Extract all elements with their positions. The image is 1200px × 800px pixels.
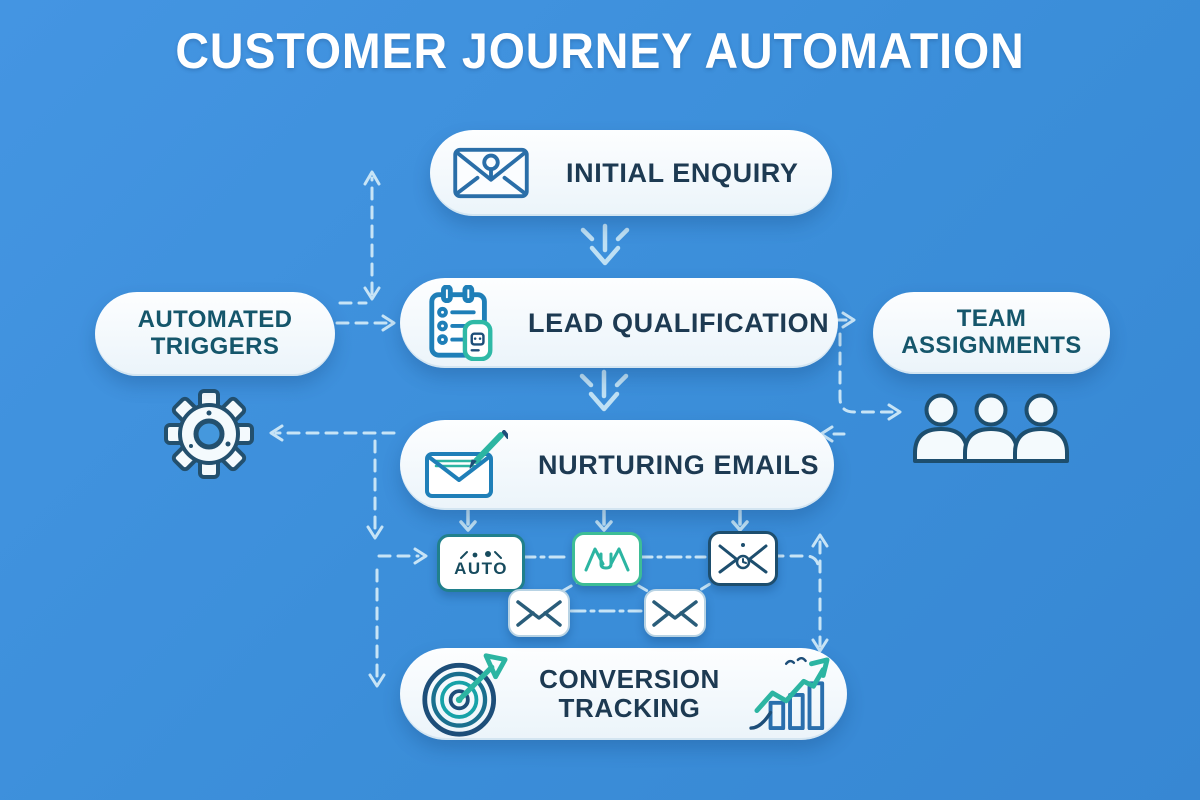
bar-chart-growth-icon [749,656,833,732]
node-label: AUTOMATED TRIGGERS [137,306,293,360]
node-label: AUTO [454,558,508,578]
node-initial-enquiry: INITIAL ENQUIRY [430,130,832,216]
envelope-pencil-icon [424,430,508,500]
node-conversion-tracking: CONVERSION TRACKING [400,648,847,740]
node-auto-box: AUTO [437,534,525,592]
gear-icon [163,388,255,480]
node-label: CONVERSION TRACKING [539,664,720,723]
page-title: CUSTOMER JOURNEY AUTOMATION [175,23,1025,79]
node-label: NURTURING EMAILS [538,449,820,480]
node-label: LEAD QUALIFICATION [528,307,830,338]
clipboard-checklist-icon [426,285,498,361]
person-icon [1012,393,1070,463]
node-label: INITIAL ENQUIRY [566,157,799,188]
target-dart-icon [418,650,510,738]
envelope-icon [508,589,570,637]
node-automated-triggers: AUTOMATED TRIGGERS [95,292,335,376]
node-lead-qualification: LEAD QUALIFICATION [400,278,838,368]
envelope-burst-icon [572,532,642,586]
envelope-icon [644,589,706,637]
person-icon [962,393,1020,463]
envelope-pin-icon [452,144,530,202]
robot-face-icon [455,550,507,560]
node-label: TEAM ASSIGNMENTS [901,305,1082,359]
envelope-clock-icon [708,531,778,586]
node-team-assignments: TEAM ASSIGNMENTS [873,292,1110,374]
node-nurturing-emails: NURTURING EMAILS [400,420,834,510]
